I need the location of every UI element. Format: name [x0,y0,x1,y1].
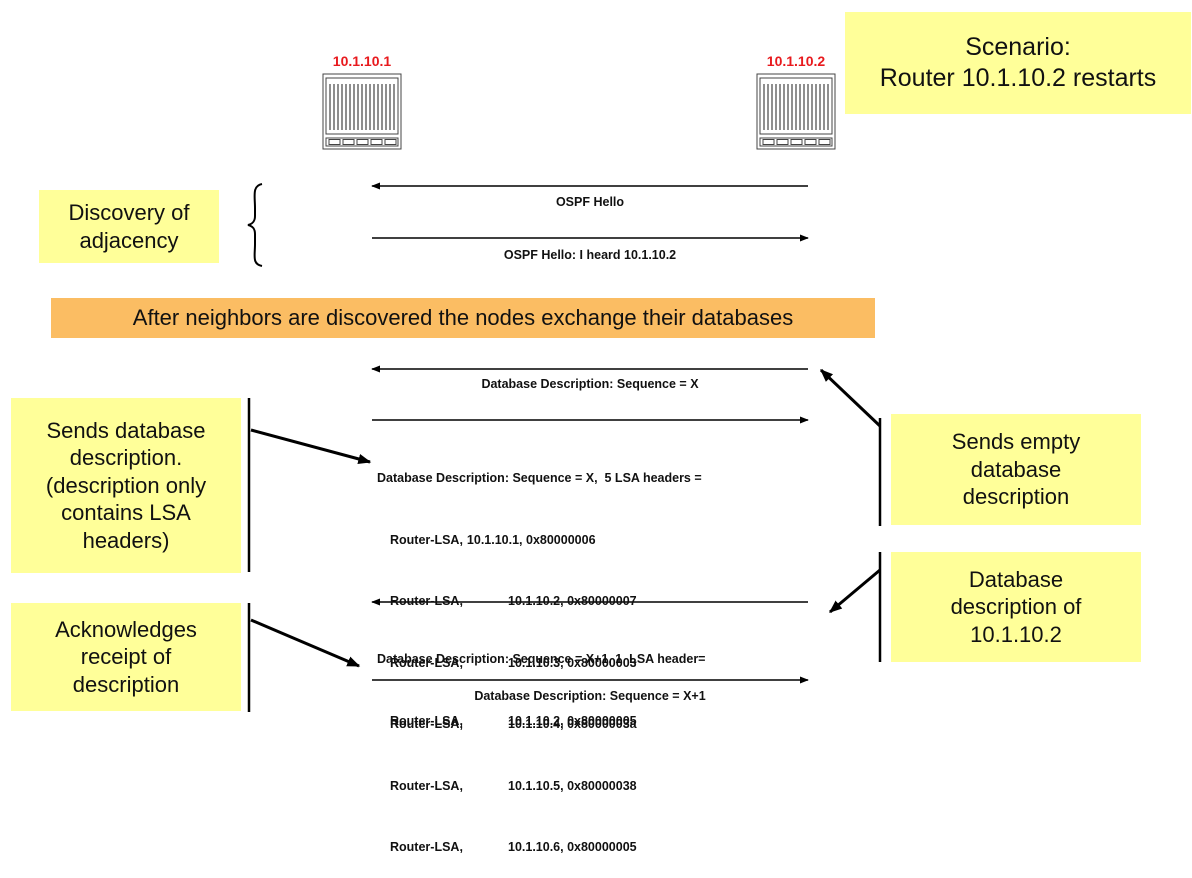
lsa-row: Router-LSA, 10.1.10.2, 0x80000005 [377,711,706,732]
exchange-banner-text: After neighbors are discovered the nodes… [132,305,794,331]
router-right-label: 10.1.10.2 [766,53,826,69]
discovery-line2: adjacency [79,227,179,253]
diagram-lines [247,73,882,712]
discovery-box: Discovery of adjacency [39,190,219,263]
lsa-row-type: Router-LSA, [390,778,463,793]
lsa-row: Router-LSA, 10.1.10.1, 0x80000006 [377,530,702,551]
router-left-label: 10.1.10.1 [332,53,392,69]
msg-dd3: Database Description: Sequence = X+1, 1 … [377,608,706,752]
note-line: receipt of [80,644,172,670]
note-sends-empty: Sends empty database description [891,414,1141,525]
router-right-icon [756,73,836,150]
note-line: Database [968,566,1064,592]
scenario-line1: Scenario: [965,32,1071,61]
pointer-db-desc [829,568,881,614]
note-line: description [72,671,180,697]
note-line: (description only [45,472,207,498]
lsa-row-value: 10.1.10.2, 0x80000005 [508,713,637,728]
pointer-sends-empty [819,368,882,428]
msg-dd4: Database Description: Sequence = X+1 [474,689,706,703]
lsa-row: Router-LSA, 10.1.10.5, 0x80000038 [377,776,702,797]
router-left-icon [322,73,402,150]
discovery-line1: Discovery of [68,200,190,225]
lsa-row-value: 10.1.10.6, 0x80000005 [508,840,637,854]
lsa-row-value: 10.1.10.1, 0x80000006 [466,532,596,547]
pointer-sends-db [250,428,372,464]
exchange-banner: After neighbors are discovered the nodes… [51,298,875,338]
lsa-row-value: 10.1.10.2, 0x80000007 [508,594,637,608]
note-sends-database: Sends database description. (description… [11,398,241,573]
note-line: headers) [82,527,170,553]
lsa-row-value: 10.1.10.5, 0x80000038 [508,778,637,793]
note-line: Sends database [46,417,206,443]
note-line: 10.1.10.2 [970,621,1062,647]
note-line: description. [69,445,183,471]
msg-dd1: Database Description: Sequence = X [481,377,699,391]
note-db-description: Database description of 10.1.10.2 [891,552,1141,662]
lsa-row-value: 10.1.10.3, 0x80000003 [508,655,637,670]
note-acknowledges: Acknowledges receipt of description [11,603,241,711]
note-line: Sends empty [951,429,1081,455]
lsa-row-type: Router-LSA, [390,713,463,728]
note-line: contains LSA [61,500,191,526]
note-line: description [962,484,1070,510]
lsa-row: Router-LSA, 10.1.10.6, 0x80000005 [377,837,702,858]
pointer-acks [250,618,361,668]
note-line: Acknowledges [55,616,197,642]
msg-hello2: OSPF Hello: I heard 10.1.10.2 [503,248,677,262]
lsa-row-type: Router-LSA, [390,594,463,608]
lsa-row-type: Router-LSA, [390,840,463,854]
msg-hello1: OSPF Hello [555,195,625,209]
scenario-box: Scenario: Router 10.1.10.2 restarts [845,12,1191,114]
lsa-row-type: Router-LSA, [390,532,463,547]
lsa-row: Router-LSA, 10.1.10.3, 0x80000003 [377,653,702,674]
scenario-line2: Router 10.1.10.2 restarts [879,64,1157,92]
discovery-brace [247,183,263,267]
note-line: description of [950,594,1082,620]
note-line: database [970,456,1062,482]
lsa-row-type: Router-LSA, [390,655,463,670]
lsa-row: Router-LSA, 10.1.10.2, 0x80000007 [377,591,702,612]
msg-dd2-header: Database Description: Sequence = X, 5 LS… [377,471,702,485]
msg-dd3-header: Database Description: Sequence = X+1, 1 … [377,652,706,666]
